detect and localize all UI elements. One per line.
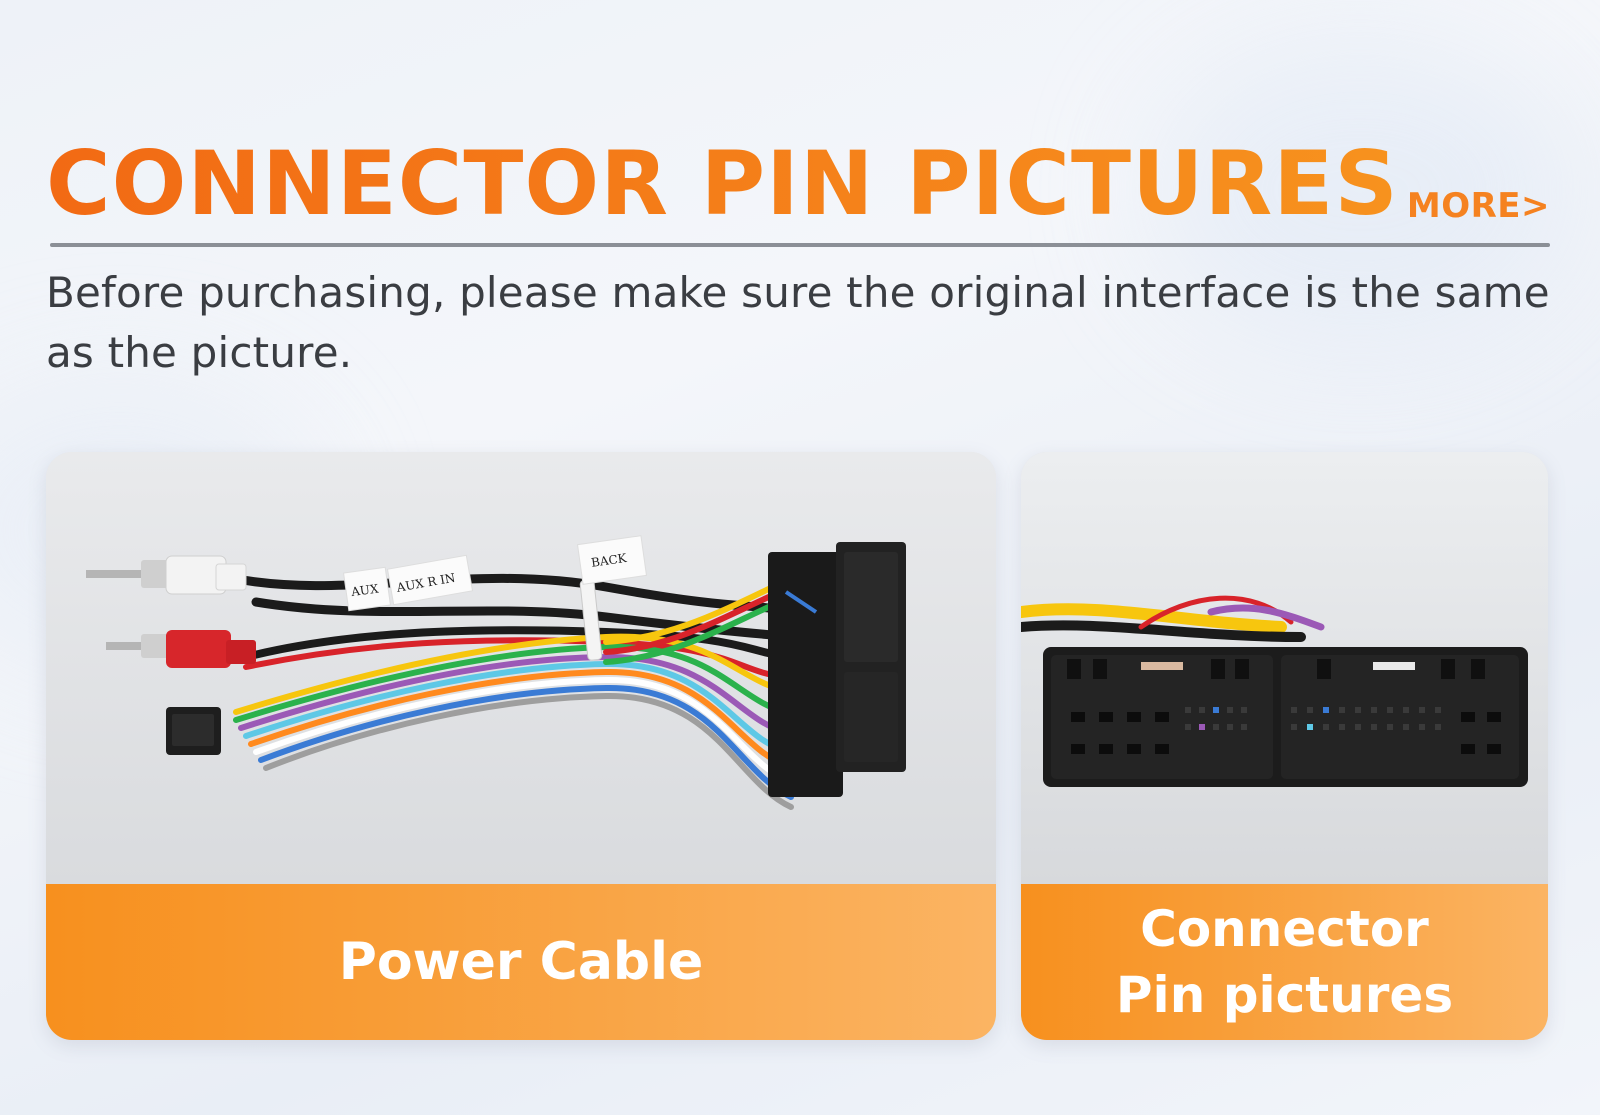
connector-pin-card[interactable]: Connector Pin pictures [1021,452,1548,1040]
section-header: CONNECTOR PIN PICTURES MORE> [46,128,1550,246]
connector-pin-photo [1021,452,1548,884]
power-cable-photo: AUX AUX R IN BACK [46,452,996,884]
connector-pin-label: Connector Pin pictures [1115,900,1454,1024]
connector-pin-label-bar: Connector Pin pictures [1021,884,1548,1040]
power-cable-label-bar: Power Cable [46,884,996,1040]
power-cable-label: Power Cable [338,932,704,992]
background-glow [1150,40,1570,340]
more-link[interactable]: MORE> [1406,186,1550,226]
header-divider [50,243,1550,247]
wiring-harness-illustration: AUX AUX R IN BACK [46,452,996,884]
notice-text: Before purchasing, please make sure the … [46,268,1550,377]
tag-back: BACK [590,551,628,570]
connector-face-illustration [1021,452,1548,884]
power-cable-card[interactable]: AUX AUX R IN BACK Power Cable [46,452,996,1040]
page-title: CONNECTOR PIN PICTURES [46,132,1399,235]
tag-aux: AUX [349,581,379,599]
